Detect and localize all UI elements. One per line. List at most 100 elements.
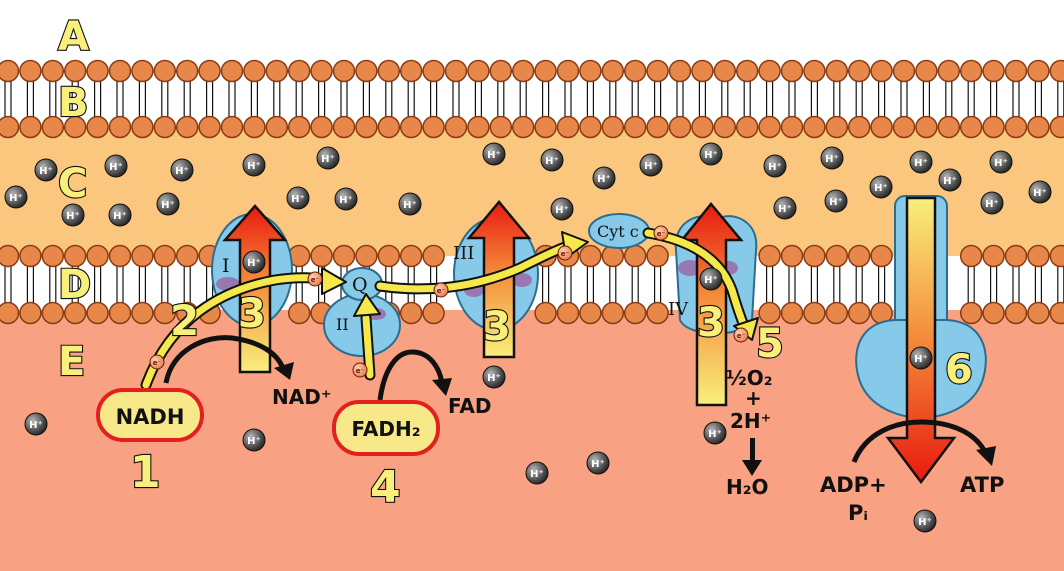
- nad-arrowhead: [274, 362, 294, 380]
- proton-h-plus: H⁺: [108, 203, 132, 227]
- nadh-box: NADH: [96, 388, 204, 442]
- step-1: 1: [130, 447, 161, 498]
- fadh2-box: FADH₂: [332, 400, 440, 456]
- proton-h-plus: H⁺: [989, 150, 1013, 174]
- proton-h-plus: H⁺: [639, 153, 663, 177]
- svg-text:H⁺: H⁺: [591, 459, 605, 470]
- electron: e⁻: [307, 271, 323, 287]
- svg-text:H⁺: H⁺: [704, 150, 718, 161]
- proton-h-plus: H⁺: [773, 196, 797, 220]
- svg-text:H⁺: H⁺: [39, 166, 53, 177]
- proton-h-plus: H⁺: [699, 267, 723, 291]
- electrons-layer: e⁻e⁻e⁻e⁻e⁻e⁻e⁻: [149, 225, 749, 378]
- electron-path-fadh2-to-q: [362, 314, 374, 379]
- proton-h-plus: H⁺: [909, 346, 933, 370]
- svg-text:H⁺: H⁺: [985, 199, 999, 210]
- svg-text:H⁺: H⁺: [874, 183, 888, 194]
- proton-h-plus: H⁺: [1028, 180, 1052, 204]
- step-6: 6: [945, 347, 973, 393]
- step-2: 2: [170, 296, 199, 345]
- svg-text:H⁺: H⁺: [113, 211, 127, 222]
- cytosol-region: [0, 0, 1064, 60]
- svg-text:H⁺: H⁺: [644, 161, 658, 172]
- complex-ii-label: II: [336, 315, 349, 334]
- svg-text:H⁺: H⁺: [994, 158, 1008, 169]
- proton-pump-arrow-iv: [679, 202, 744, 407]
- svg-text:H⁺: H⁺: [247, 436, 261, 447]
- svg-text:H⁺: H⁺: [339, 195, 353, 206]
- svg-text:H⁺: H⁺: [291, 194, 305, 205]
- electron: e⁻: [733, 327, 749, 343]
- electron-path-cytc-to-o2: [644, 229, 750, 334]
- proton-h-plus: H⁺: [980, 191, 1004, 215]
- proton-h-plus: H⁺: [525, 461, 549, 485]
- fadh2-oxidation-arrow: [377, 349, 445, 401]
- electron: e⁻: [149, 354, 165, 370]
- proton-h-plus: H⁺: [334, 187, 358, 211]
- svg-text:H⁺: H⁺: [704, 275, 718, 286]
- svg-text:e⁻: e⁻: [356, 367, 365, 375]
- proton-h-plus: H⁺: [156, 192, 180, 216]
- cytochrome-c: Cyt c: [588, 213, 650, 249]
- proton-h-plus: H⁺: [4, 185, 28, 209]
- complex-iii-label: III: [453, 243, 474, 264]
- proton-h-plus: H⁺: [909, 150, 933, 174]
- proton-h-plus: H⁺: [170, 158, 194, 182]
- outer-membrane: [0, 59, 1064, 139]
- svg-text:H⁺: H⁺: [403, 200, 417, 211]
- proton-h-plus: H⁺: [913, 509, 937, 533]
- two-h-label: 2H⁺: [730, 409, 771, 433]
- proton-h-plus: H⁺: [586, 451, 610, 475]
- arrowhead-q-2: [353, 293, 381, 317]
- svg-text:H⁺: H⁺: [597, 174, 611, 185]
- proton-h-plus: H⁺: [316, 146, 340, 170]
- proton-h-plus: H⁺: [286, 186, 310, 210]
- svg-text:H⁺: H⁺: [175, 166, 189, 177]
- q-label: Q: [352, 274, 368, 296]
- fad-arrowhead: [432, 378, 452, 396]
- complex-iv-label: IV: [668, 299, 689, 320]
- proton-h-plus: H⁺: [104, 154, 128, 178]
- pi-label: Pᵢ: [848, 501, 868, 525]
- svg-text:H⁺: H⁺: [708, 429, 722, 440]
- proton-h-plus: H⁺: [242, 250, 266, 274]
- svg-text:H⁺: H⁺: [109, 162, 123, 173]
- electron: e⁻: [557, 245, 573, 261]
- step-3-complex-iv: 3: [697, 300, 725, 346]
- proton-h-plus: H⁺: [242, 428, 266, 452]
- svg-text:H⁺: H⁺: [530, 469, 544, 480]
- svg-text:H⁺: H⁺: [545, 156, 559, 167]
- svg-text:H⁺: H⁺: [943, 176, 957, 187]
- proton-h-plus: H⁺: [763, 154, 787, 178]
- region-label-e: E: [58, 339, 85, 385]
- atp-synthesis-arrow: [851, 419, 989, 464]
- plus-label: +: [745, 386, 762, 410]
- cytc-label: Cyt c: [597, 222, 639, 241]
- svg-text:e⁻: e⁻: [561, 250, 570, 258]
- svg-text:e⁻: e⁻: [153, 359, 162, 367]
- region-label-c: C: [58, 161, 87, 207]
- svg-text:H⁺: H⁺: [9, 193, 23, 204]
- svg-text:e⁻: e⁻: [311, 276, 320, 284]
- region-label-d: D: [58, 262, 91, 308]
- svg-text:H⁺: H⁺: [487, 150, 501, 161]
- proton-h-plus: H⁺: [824, 189, 848, 213]
- proton-h-plus: H⁺: [24, 412, 48, 436]
- svg-text:H⁺: H⁺: [1033, 188, 1047, 199]
- proton-h-plus: H⁺: [34, 158, 58, 182]
- svg-text:H⁺: H⁺: [247, 258, 261, 269]
- h2o-label: H₂O: [726, 475, 769, 499]
- o2-to-h2o-arrow: [742, 438, 762, 476]
- svg-text:H⁺: H⁺: [161, 200, 175, 211]
- svg-text:H⁺: H⁺: [914, 158, 928, 169]
- svg-text:H⁺: H⁺: [918, 517, 932, 528]
- svg-text:H⁺: H⁺: [29, 420, 43, 431]
- svg-text:e⁻: e⁻: [657, 230, 666, 238]
- proton-h-plus: H⁺: [550, 197, 574, 221]
- proton-h-plus: H⁺: [820, 146, 844, 170]
- proton-h-plus: H⁺: [242, 153, 266, 177]
- proton-h-plus: H⁺: [482, 365, 506, 389]
- nadh-label: NADH: [116, 405, 185, 429]
- proton-h-plus: H⁺: [703, 421, 727, 445]
